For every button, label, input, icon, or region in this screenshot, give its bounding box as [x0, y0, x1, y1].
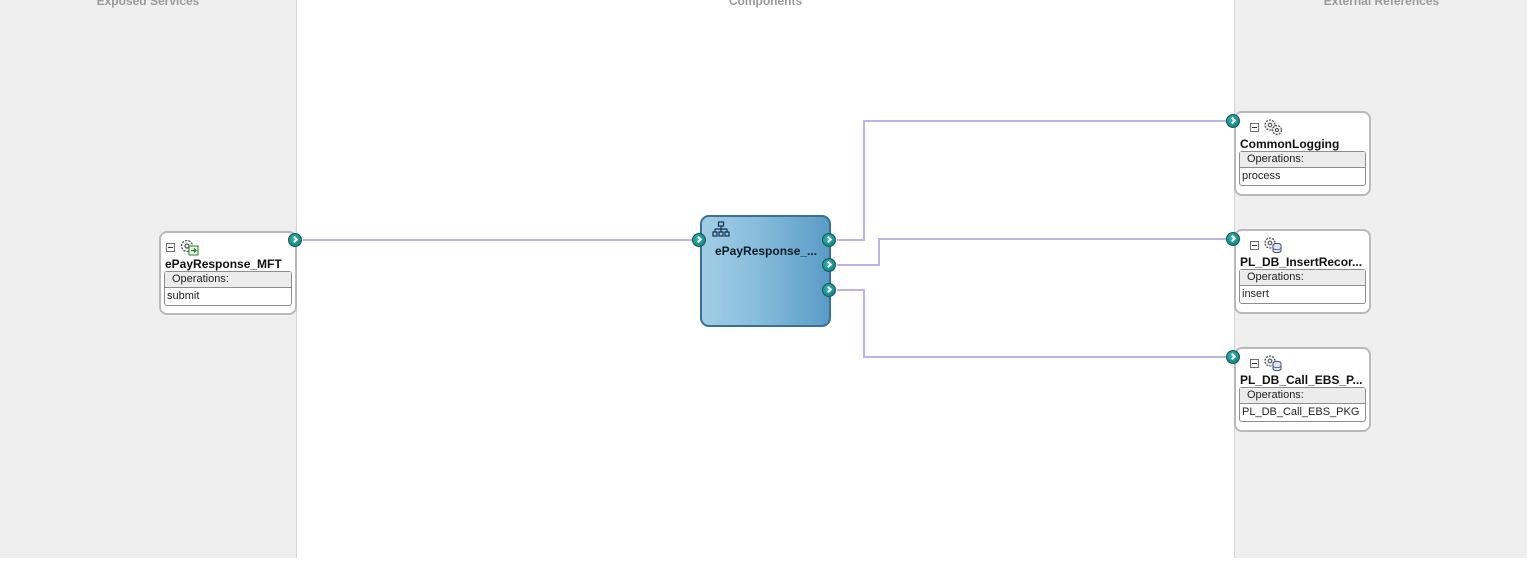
reference-in-port-commonlogging[interactable]	[1226, 114, 1240, 128]
operations-label: Operations:	[1240, 270, 1365, 286]
gear-reference-icon	[1264, 119, 1283, 136]
operation-item[interactable]: process	[1242, 170, 1281, 182]
reference-pl-db-insertrecord[interactable]: PL_DB_InsertRecor... Operations: insert	[1234, 229, 1371, 314]
database-adapter-icon	[1264, 355, 1282, 372]
external-references-title: External References	[1323, 0, 1440, 8]
component-in-port[interactable]	[692, 233, 706, 247]
collapse-icon[interactable]	[1250, 358, 1259, 368]
exposed-service-epayresponse-mft[interactable]: ePayResponse_MFT Operations: submit	[159, 231, 297, 315]
operation-item[interactable]: PL_DB_Call_EBS_PKG	[1242, 406, 1360, 418]
mediator-icon	[712, 221, 730, 237]
canvas-bottom-edge	[0, 558, 1527, 573]
collapse-icon[interactable]	[166, 242, 175, 252]
database-adapter-icon	[1264, 237, 1282, 254]
operations-label: Operations:	[1240, 152, 1365, 168]
reference-pl-db-call-ebs[interactable]: PL_DB_Call_EBS_P... Operations: PL_DB_Ca…	[1234, 347, 1371, 432]
operations-panel: Operations: PL_DB_Call_EBS_PKG	[1239, 387, 1366, 422]
component-out-port-1[interactable]	[822, 233, 836, 247]
reference-name: CommonLogging	[1240, 137, 1340, 151]
reference-header	[1250, 354, 1283, 372]
operations-panel: Operations: process	[1239, 151, 1366, 186]
wire-component-to-commonlogging[interactable]	[837, 120, 1227, 241]
mediator-component-epayresponse[interactable]: ePayResponse_...	[700, 215, 831, 327]
service-header	[166, 238, 199, 256]
component-out-port-2[interactable]	[822, 258, 836, 272]
exposed-services-title: Exposed Services	[96, 0, 200, 8]
operations-label: Operations:	[1240, 388, 1365, 404]
reference-commonlogging[interactable]: CommonLogging Operations: process	[1234, 111, 1371, 196]
service-out-port[interactable]	[288, 233, 302, 247]
operations-label: Operations:	[165, 272, 291, 288]
operation-item[interactable]: insert	[1242, 288, 1269, 300]
reference-header	[1250, 236, 1283, 254]
component-name: ePayResponse_...	[715, 244, 818, 258]
wire-component-to-call-ebs[interactable]	[837, 289, 1227, 358]
operations-panel: Operations: submit	[164, 271, 292, 306]
reference-in-port-insertrecord[interactable]	[1226, 232, 1240, 246]
components-title: Components	[728, 0, 803, 8]
operation-item[interactable]: submit	[167, 290, 200, 302]
service-gear-icon	[180, 239, 199, 256]
collapse-icon[interactable]	[1250, 240, 1259, 250]
service-name: ePayResponse_MFT	[165, 257, 282, 271]
component-out-port-3[interactable]	[822, 283, 836, 297]
reference-in-port-call-ebs[interactable]	[1226, 350, 1240, 364]
reference-name: PL_DB_InsertRecor...	[1240, 255, 1363, 269]
collapse-icon[interactable]	[1250, 122, 1259, 132]
wire-component-to-insertrecord[interactable]	[837, 238, 1227, 266]
reference-name: PL_DB_Call_EBS_P...	[1240, 373, 1363, 387]
reference-header	[1250, 118, 1283, 136]
operations-panel: Operations: insert	[1239, 269, 1366, 304]
